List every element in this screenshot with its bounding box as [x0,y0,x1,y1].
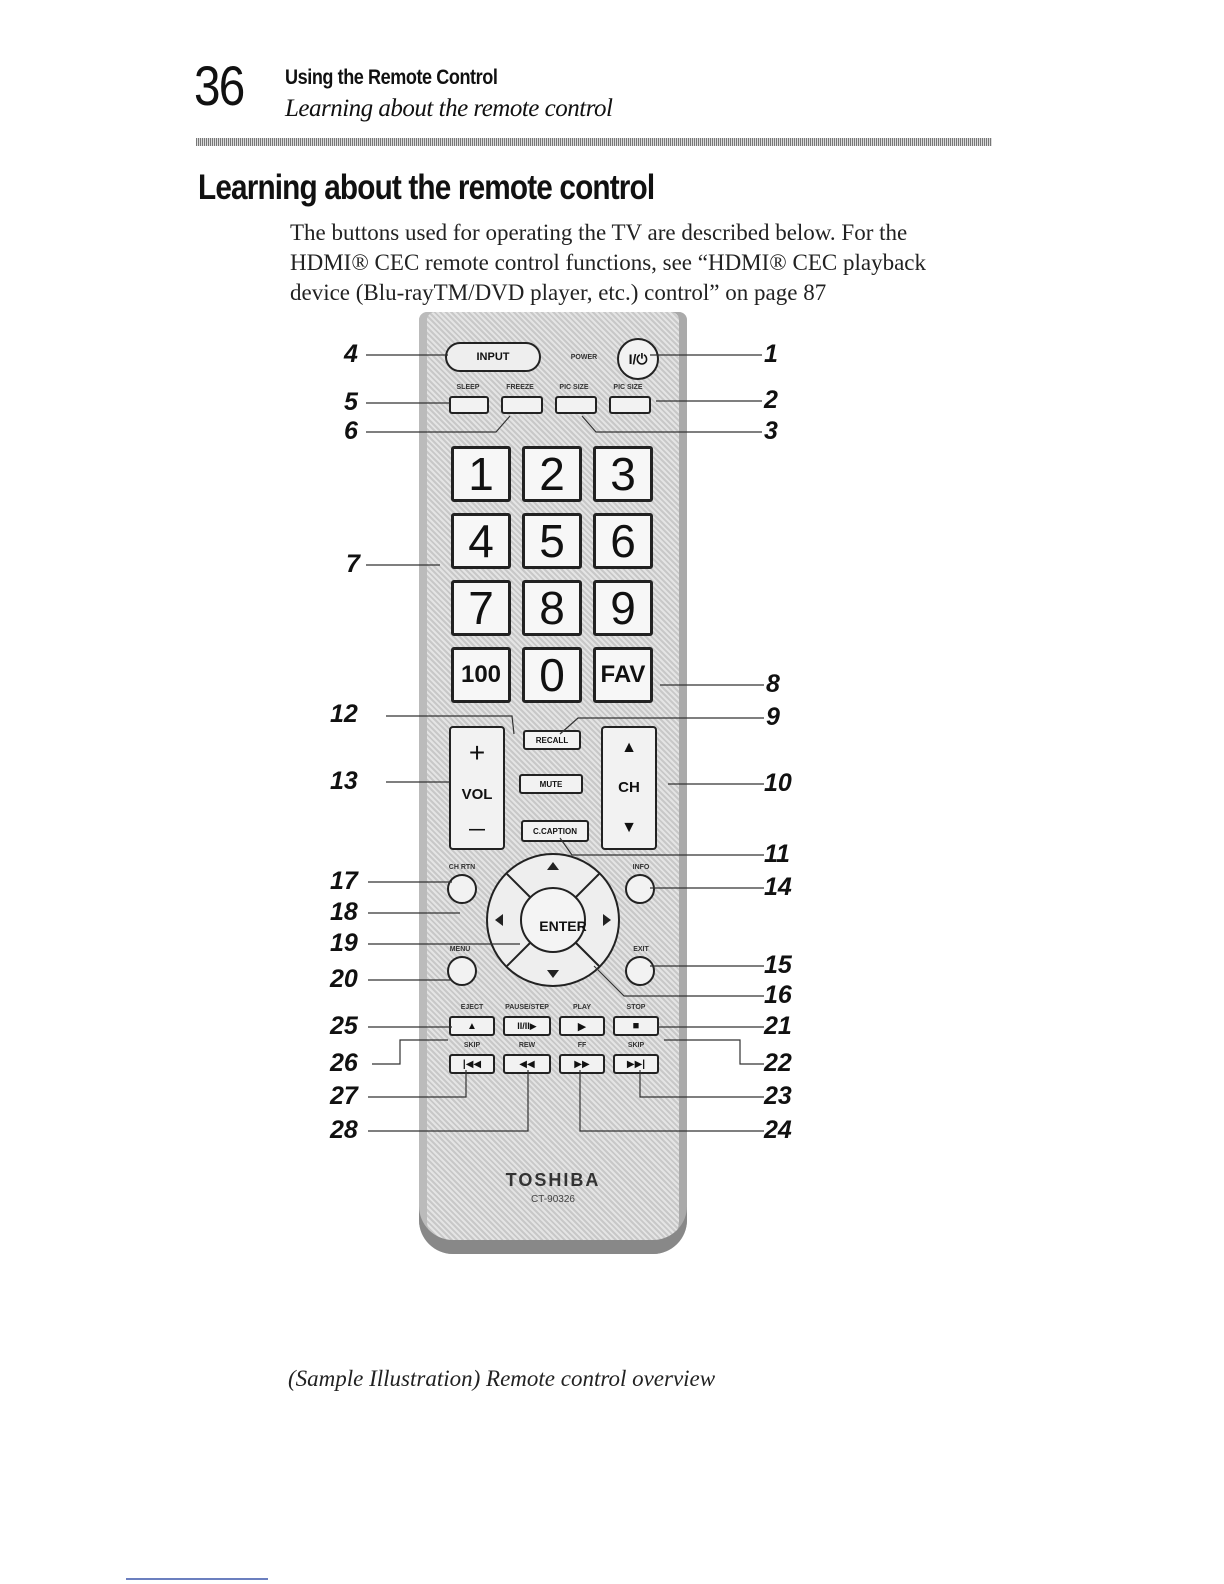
skip-back-label: SKIP [463,1042,481,1049]
callout-1: 1 [764,340,778,368]
mute-button: MUTE [519,774,583,794]
intro-paragraph: The buttons used for operating the TV ar… [290,220,927,305]
figure-caption: (Sample Illustration) Remote control ove… [288,1366,716,1391]
channel-rocker: ▲ CH ▼ [601,726,657,850]
digit-6-button: 6 [593,513,653,569]
play-label: PLAY [572,1004,592,1011]
callout-16: 16 [764,981,792,1009]
digit-2-button: 2 [522,446,582,502]
digit-8-button: 8 [522,580,582,636]
fav-button: FAV [593,647,653,703]
pause-step-button: II/II▶ [503,1016,551,1036]
channel-down-icon: ▼ [621,818,637,836]
stop-label: STOP [626,1004,646,1011]
digit-9-button: 9 [593,580,653,636]
callout-14: 14 [764,873,792,901]
pic-size-label-2: PIC SIZE [613,384,643,391]
callout-9: 9 [766,703,780,731]
callout-2: 2 [764,386,778,414]
callout-21: 21 [764,1012,792,1040]
pic-size-label: PIC SIZE [559,384,589,391]
running-subtitle: Learning about the remote control [285,95,613,122]
ch-rtn-label: CH RTN [448,864,476,871]
callout-22: 22 [764,1049,792,1077]
digit-5-button: 5 [522,513,582,569]
freeze-button [501,396,543,414]
closed-caption-button: C.CAPTION [521,820,589,842]
ch-rtn-button [447,874,477,904]
model-number: CT-90326 [531,1194,575,1205]
pic-size-button-2 [609,396,651,414]
exit-label: EXIT [633,946,649,953]
pic-size-button [555,396,597,414]
power-label: POWER [570,354,598,361]
callout-26: 26 [330,1049,358,1077]
sleep-button [449,396,489,414]
brand-logo: TOSHIBA [505,1170,601,1190]
digit-1-button: 1 [451,446,511,502]
digit-7-button: 7 [451,580,511,636]
callout-17: 17 [330,867,358,895]
menu-label: MENU [449,946,471,953]
callout-25: 25 [330,1012,358,1040]
menu-button [447,956,477,986]
sleep-label: SLEEP [456,384,480,391]
navigation-ring-icon [486,853,620,987]
input-button: INPUT [445,342,541,372]
callout-3: 3 [764,417,778,445]
section-title: Learning about the remote control [198,168,655,207]
power-icon: I/⏻ [617,338,659,380]
ff-label: FF [577,1042,587,1049]
digit-100-button: 100 [451,647,511,703]
callout-23: 23 [764,1082,792,1110]
volume-label: VOL [461,786,493,804]
callout-6: 6 [344,417,358,445]
freeze-label: FREEZE [506,384,534,391]
header-rule [196,138,992,146]
digit-0-button: 0 [522,647,582,703]
channel-up-icon: ▲ [621,739,637,757]
eject-button: ▲ [449,1016,495,1036]
info-label: INFO [632,864,650,871]
callout-5: 5 [344,388,358,416]
channel-label: CH [618,779,640,797]
digit-4-button: 4 [451,513,511,569]
exit-button [625,956,655,986]
rew-label: REW [518,1042,536,1049]
info-button [625,874,655,904]
pause-step-label: PAUSE/STEP [505,1004,549,1011]
skip-forward-button: ▶▶| [613,1054,659,1074]
skip-back-button: |◀◀ [449,1054,495,1074]
callout-12: 12 [330,700,358,728]
eject-label: EJECT [460,1004,484,1011]
recall-button: RECALL [523,730,581,750]
volume-up-icon: + [468,736,486,768]
volume-down-icon: — [469,821,485,839]
callout-15: 15 [764,951,792,979]
footer-rule [126,1578,268,1580]
callout-27: 27 [330,1082,358,1110]
callout-4: 4 [344,340,358,368]
rewind-button: ◀◀ [503,1054,551,1074]
callout-8: 8 [766,670,780,698]
enter-button: ENTER [539,918,587,934]
callout-10: 10 [764,769,792,797]
volume-rocker: + VOL — [449,726,505,850]
callout-11: 11 [764,840,790,868]
running-title: Using the Remote Control [285,66,498,89]
callout-19: 19 [330,929,358,957]
callout-24: 24 [764,1116,792,1144]
play-button: ▶ [559,1016,605,1036]
callout-7: 7 [346,550,360,578]
callout-18: 18 [330,898,358,926]
fast-forward-button: ▶▶ [559,1054,605,1074]
digit-3-button: 3 [593,446,653,502]
callout-28: 28 [330,1116,358,1144]
page-number: 36 [194,54,245,117]
callout-13: 13 [330,767,358,795]
skip-forward-label: SKIP [627,1042,645,1049]
callout-20: 20 [330,965,358,993]
stop-button: ■ [613,1016,659,1036]
